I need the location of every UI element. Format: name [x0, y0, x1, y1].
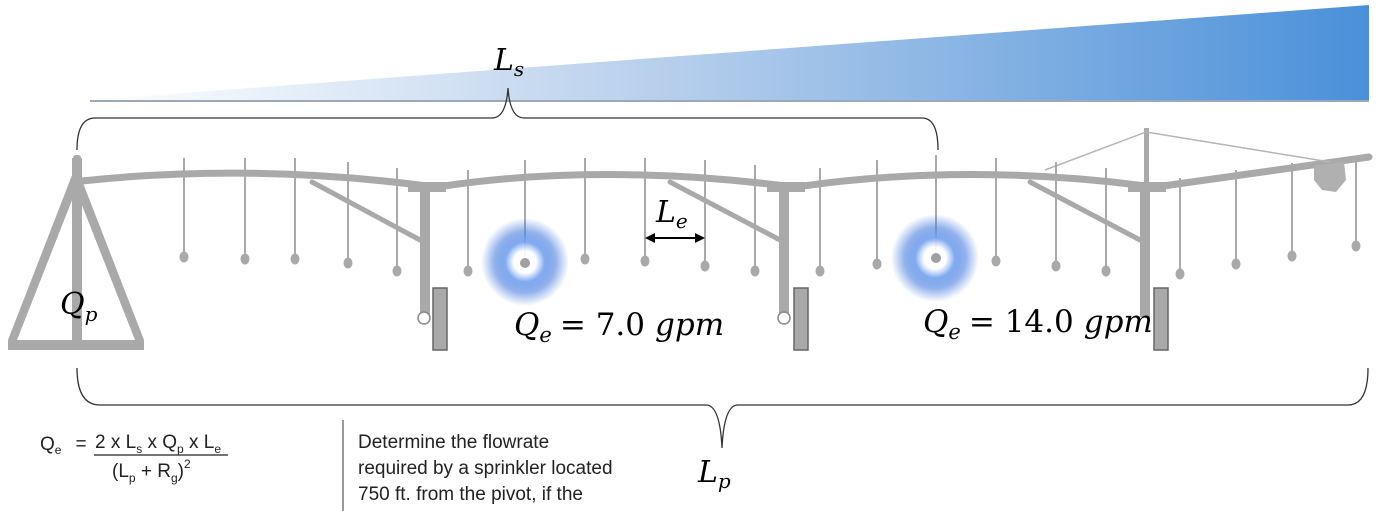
formula-denominator: (Lp + Rg)2	[112, 457, 191, 485]
sprinkler-head	[1175, 268, 1185, 280]
qp-label: Qp	[60, 287, 98, 326]
sprinkler-head	[1101, 265, 1111, 277]
sprinkler-head	[343, 257, 353, 269]
problem-line-3: 750 ft. from the pivot, if the	[358, 484, 583, 505]
sprinkler-head	[290, 253, 300, 265]
sprinkler-head	[815, 265, 825, 277]
le-dimension-arrow	[645, 233, 705, 243]
drive-tower-1	[408, 182, 448, 351]
sprinkler-head-highlight-1	[520, 258, 530, 268]
drive-tower-2	[767, 182, 809, 351]
pivot-tower	[8, 155, 144, 350]
sprinkler-head	[700, 260, 710, 272]
sprinkler-head	[872, 258, 882, 270]
problem-line-2: required by a sprinkler located	[358, 458, 613, 479]
lp-brace	[76, 367, 1369, 449]
sprinkler-drops	[179, 155, 1361, 280]
sprinkler-head	[1051, 260, 1061, 272]
sprinkler-head	[640, 255, 650, 267]
sprinkler-head	[750, 265, 760, 277]
sprinkler-head-highlight-2	[931, 253, 941, 263]
sprinkler-head	[1287, 250, 1297, 262]
truss-braces	[309, 179, 1143, 243]
sprinkler-head	[1351, 240, 1361, 252]
sprinkler-head	[991, 255, 1001, 267]
lp-label: Lp	[697, 455, 731, 493]
sprinkler-head	[463, 265, 473, 277]
problem-statement: Determine the flowrate required by a spr…	[358, 430, 668, 508]
flow-gradient-wedge	[88, 5, 1369, 100]
end-overhang	[1044, 128, 1346, 192]
flowrate-formula: Qe= 2 x Ls x Qp x Le (Lp + Rg)2	[40, 432, 228, 485]
sprinkler-head	[240, 253, 250, 265]
problem-line-1: Determine the flowrate	[358, 432, 550, 453]
sprinkler-head	[580, 253, 590, 265]
le-label: Le	[655, 195, 688, 233]
formula-numerator: 2 x Ls x Qp x Le	[95, 432, 221, 456]
sprinkler-head	[392, 265, 402, 277]
sprinkler-head	[1231, 258, 1241, 270]
formula-lhs: Qe=	[40, 434, 87, 457]
ls-label: Ls	[493, 43, 524, 81]
ls-brace	[76, 87, 939, 151]
sprinkler-head	[179, 251, 189, 263]
pivot-pipe	[78, 153, 1373, 190]
